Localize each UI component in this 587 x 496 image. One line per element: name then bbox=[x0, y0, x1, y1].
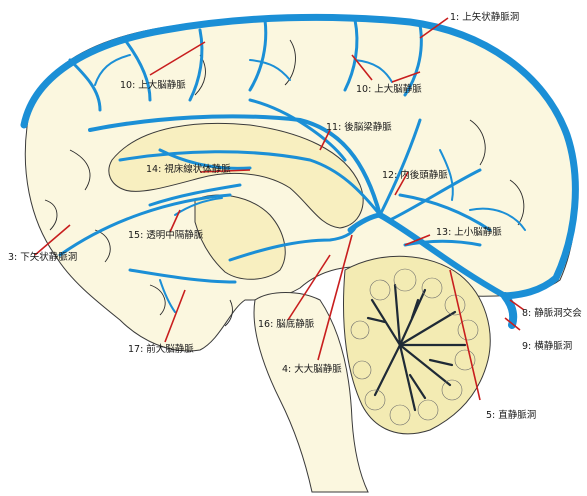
inferior-sagittal-sinus bbox=[58, 193, 232, 257]
brainstem bbox=[253, 292, 369, 493]
label-great-cerebral-vein: 4: 大大脳静脈 bbox=[282, 363, 342, 375]
straight-and-transverse-sinus bbox=[377, 212, 518, 329]
label-posterior-callosal-vein: 11: 後脳梁静脈 bbox=[326, 121, 392, 133]
sulci bbox=[44, 39, 525, 327]
diencephalon bbox=[194, 194, 286, 280]
superior-sagittal-sinus bbox=[20, 13, 579, 300]
label-anterior-cerebral-vein: 17: 前大脳静脈 bbox=[128, 343, 194, 355]
basal-vein bbox=[228, 226, 357, 262]
label-transverse-sinus: 9: 横静脈洞 bbox=[522, 340, 572, 352]
arbor-vitae bbox=[366, 283, 467, 412]
leader-lines bbox=[34, 17, 525, 401]
superior-cerebellar-vein bbox=[403, 239, 482, 247]
label-superior-cerebral-vein-left: 10: 上大脳静脈 bbox=[120, 79, 186, 91]
label-superior-sagittal-sinus: 1: 上矢状静脈洞 bbox=[450, 11, 519, 23]
anterior-cerebral-vein bbox=[128, 268, 237, 313]
label-basal-vein: 16: 脳底静脈 bbox=[258, 318, 315, 330]
label-thalamostriate-vein: 14: 視床線状体静脈 bbox=[146, 163, 231, 175]
cerebellum bbox=[343, 255, 491, 435]
label-inferior-sagittal-sinus: 3: 下矢状静脈洞 bbox=[8, 251, 77, 263]
label-septal-vein: 15: 透明中隔静脈 bbox=[128, 229, 204, 241]
label-superior-cerebellar-vein: 13: 上小脳静脈 bbox=[436, 226, 502, 238]
label-straight-sinus: 5: 直静脈洞 bbox=[486, 409, 536, 421]
superior-cerebral-veins bbox=[68, 18, 423, 112]
label-superior-cerebral-vein-right: 10: 上大脳静脈 bbox=[356, 83, 422, 95]
label-internal-occipital-vein: 12: 内後頭静脈 bbox=[382, 169, 448, 181]
corpus-callosum bbox=[108, 122, 364, 229]
great-cerebral-vein bbox=[347, 212, 383, 233]
label-confluence-of-sinuses: 8: 静脈洞交会 bbox=[522, 307, 582, 319]
labels: 1: 上矢状静脈洞 10: 上大脳静脈 10: 上大脳静脈 11: 後脳梁静脈 … bbox=[8, 11, 582, 421]
